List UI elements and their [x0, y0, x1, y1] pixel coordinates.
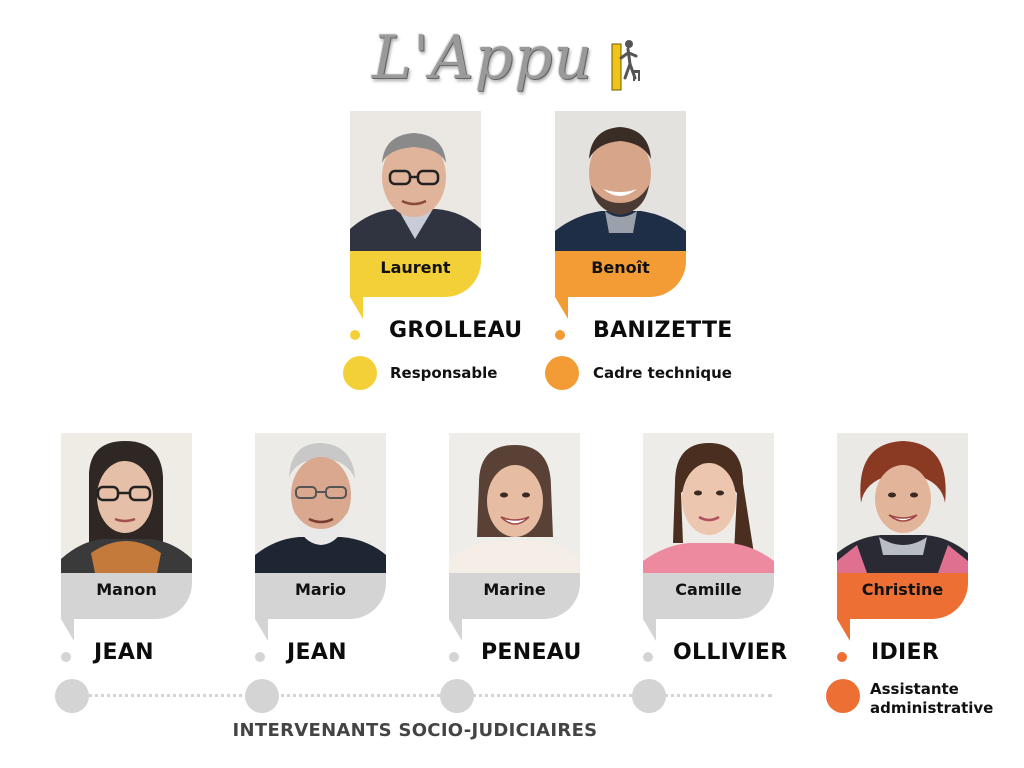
bullet-dot: [837, 652, 847, 662]
last-name: IDIER: [871, 640, 940, 665]
name-tag-tail: [255, 619, 268, 641]
team-caption: INTERVENANTS SOCIO-JUDICIAIRES: [232, 720, 598, 741]
first-name: Camille: [675, 580, 742, 599]
role-dot: [343, 356, 377, 390]
bullet-dot: [643, 652, 653, 662]
name-tag: [837, 573, 968, 619]
timeline-dot: [440, 679, 474, 713]
name-tag: [449, 573, 580, 619]
last-name: GROLLEAU: [389, 318, 523, 343]
name-tag: [350, 251, 481, 297]
name-tag-tail: [555, 297, 568, 319]
photo-christine: [837, 433, 968, 573]
name-tag: [555, 251, 686, 297]
name-tag-tail: [837, 619, 850, 641]
timeline-dot: [245, 679, 279, 713]
first-name: Mario: [294, 580, 347, 599]
photo-mario: [255, 433, 386, 573]
first-name: Christine: [861, 580, 944, 599]
first-name: Laurent: [380, 258, 451, 277]
role-label: Cadre technique: [593, 364, 732, 382]
logo: L'Appu: [372, 16, 662, 100]
name-tag-tail: [61, 619, 74, 641]
bullet-dot: [449, 652, 459, 662]
name-tag: [255, 573, 386, 619]
last-name: JEAN: [94, 640, 154, 665]
name-tag-tail: [449, 619, 462, 641]
last-name: PENEAU: [481, 640, 582, 665]
photo-laurent: [350, 111, 481, 251]
bullet-dot: [350, 330, 360, 340]
name-tag: [643, 573, 774, 619]
timeline-line: [88, 694, 772, 697]
first-name: Marine: [483, 580, 546, 599]
logo-text: L'Appu: [372, 23, 594, 93]
first-name: Benoît: [591, 258, 650, 277]
photo-manon: [61, 433, 192, 573]
photo-benoit: [555, 111, 686, 251]
name-tag: [61, 573, 192, 619]
timeline-dot: [632, 679, 666, 713]
name-tag-tail: [643, 619, 656, 641]
logo-figure-icon: [611, 40, 640, 91]
bullet-dot: [555, 330, 565, 340]
last-name: BANIZETTE: [593, 318, 733, 343]
bullet-dot: [255, 652, 265, 662]
name-tag-tail: [350, 297, 363, 319]
role-dot: [826, 679, 860, 713]
timeline-dot: [55, 679, 89, 713]
photo-marine: [449, 433, 580, 573]
first-name: Manon: [96, 580, 157, 599]
role-label: Assistante administrative: [870, 680, 994, 717]
last-name: OLLIVIER: [673, 640, 788, 665]
bullet-dot: [61, 652, 71, 662]
photo-camille: [643, 433, 774, 573]
last-name: JEAN: [287, 640, 347, 665]
role-label: Responsable: [390, 364, 498, 382]
role-dot: [545, 356, 579, 390]
